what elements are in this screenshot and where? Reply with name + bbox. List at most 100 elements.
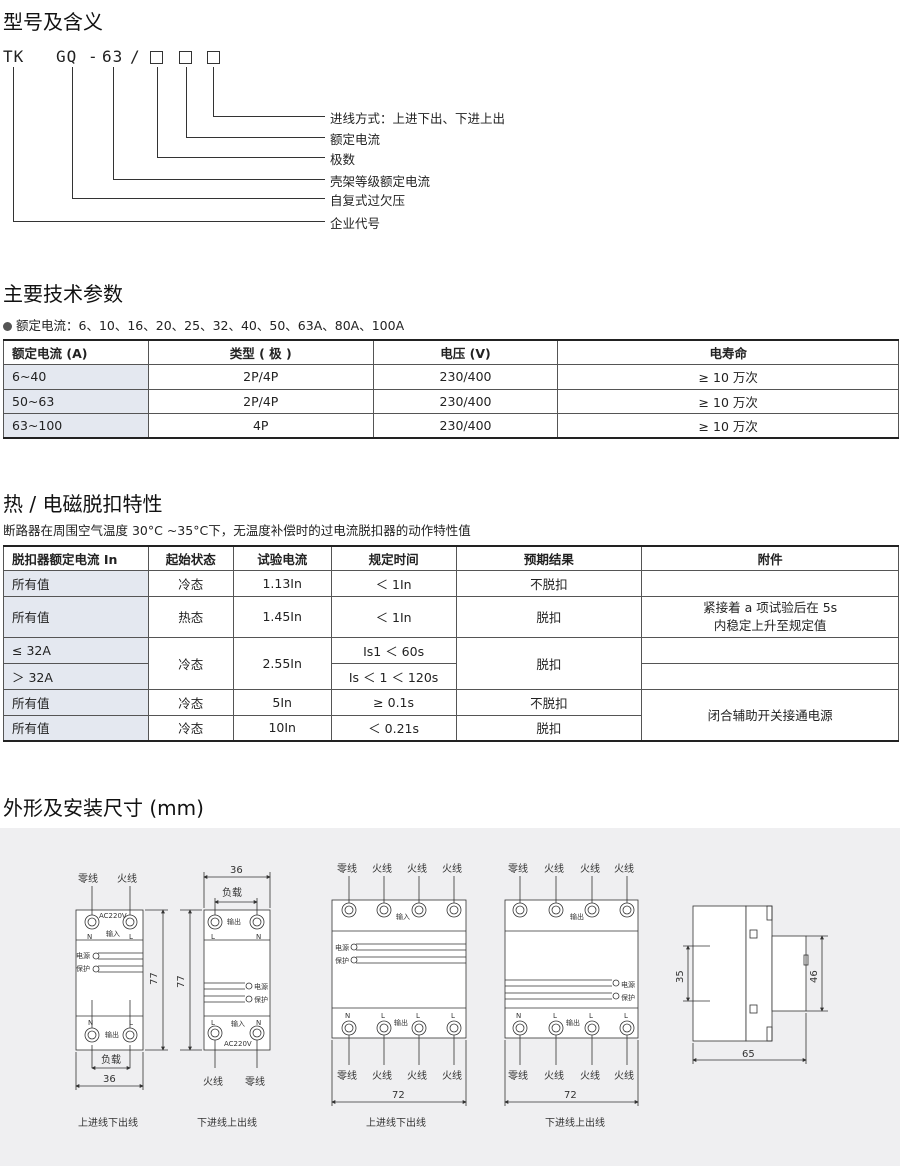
- table-row: 63~100 4P 230/400 ≥ 10 万次: [3, 412, 899, 439]
- params-table: 额定电流 (A) 类型 ( 极 ) 电压 (V) 电寿命 6~40 2P/4P …: [3, 339, 899, 439]
- d4-protect-label: 保护: [621, 993, 635, 1002]
- trip-header: 试验电流: [232, 545, 332, 571]
- trip-header: 附件: [641, 545, 899, 571]
- trip-header: 规定时间: [330, 545, 457, 571]
- d5-height2-label: 46: [809, 970, 820, 983]
- table-row: 50~63 2P/4P 230/400 ≥ 10 万次: [3, 388, 899, 414]
- drawing-4: [504, 876, 639, 1106]
- model-label-frame: 壳架等级额定电流: [330, 174, 431, 189]
- table-row: 所有值 冷态 5In ≥ 0.1s 不脱扣 闭合辅助开关接通电源: [3, 688, 899, 742]
- model-label-company: 企业代号: [330, 216, 381, 231]
- d1-in-label: 输入: [106, 929, 120, 938]
- trip-title: 热 / 电磁脱扣特性: [3, 492, 163, 516]
- d2-n-label-bottom: N: [256, 1019, 261, 1027]
- d3-zero-label: 零线: [337, 862, 357, 875]
- d5-height1-label: 35: [675, 970, 686, 983]
- d1-ac-label: AC220V: [99, 912, 127, 920]
- d2-caption: 下进线上出线: [197, 1116, 257, 1129]
- d2-ac-label: AC220V: [224, 1040, 252, 1048]
- d4-l-label-3: L: [624, 1012, 628, 1020]
- drawing-1: [75, 886, 168, 1090]
- table-row: 6~40 2P/4P 230/400 ≥ 10 万次: [3, 363, 899, 390]
- d1-fire-label: 火线: [117, 872, 137, 885]
- d1-width-label: 36: [103, 1074, 116, 1085]
- model-title: 型号及含义: [3, 10, 103, 34]
- d3-protect-label: 保护: [335, 956, 349, 965]
- d3-in-label: 输入: [396, 912, 410, 921]
- dimension-drawings: 零线 火线 AC220V 输入 N L 电源 保护 N L 输出 负载 36 7…: [75, 862, 828, 1129]
- code-gq: GQ: [56, 47, 78, 66]
- d1-zero-label: 零线: [78, 872, 98, 885]
- d2-width-label: 36: [230, 865, 243, 876]
- table-row: 所有值 冷态 1.13In ＜ 1In 不脱扣: [3, 569, 899, 597]
- bullet-icon: [3, 322, 12, 331]
- trip-table: 脱扣器额定电流 In 起始状态 试验电流 规定时间 预期结果 附件 所有值 冷态…: [3, 545, 899, 742]
- params-header: 电寿命: [557, 339, 899, 365]
- dims-title: 外形及安装尺寸 (mm): [3, 796, 204, 820]
- d3-fire-label-b2: 火线: [407, 1069, 427, 1082]
- d3-fire-label-1: 火线: [372, 862, 392, 875]
- d3-zero-label-bottom: 零线: [337, 1069, 357, 1082]
- d2-out-label: 输出: [227, 917, 241, 926]
- d4-out-label: 输出: [570, 912, 584, 921]
- trip-subtitle: 断路器在周围空气温度 30°C ~35°C下，无温度补偿时的过电流脱扣器的动作特…: [3, 523, 471, 538]
- d3-fire-label-b1: 火线: [372, 1069, 392, 1082]
- code-tk: TK: [3, 47, 25, 66]
- d2-height-label: 77: [176, 975, 187, 988]
- code-63: 63: [102, 47, 124, 66]
- d2-protect-label: 保护: [254, 995, 268, 1004]
- params-header: 类型 ( 极 ): [147, 339, 374, 365]
- d2-l-label-bottom: L: [211, 1019, 215, 1027]
- trip-header-row: 脱扣器额定电流 In 起始状态 试验电流 规定时间 预期结果 附件: [3, 545, 899, 571]
- d1-protect-label: 保护: [76, 964, 90, 973]
- d2-load-label: 负载: [222, 886, 242, 899]
- trip-header: 起始状态: [147, 545, 234, 571]
- d5-width-label: 65: [742, 1049, 755, 1060]
- d4-fire-label-2: 火线: [580, 862, 600, 875]
- d4-caption: 下进线上出线: [545, 1116, 605, 1129]
- d1-height-label: 77: [149, 972, 160, 985]
- d2-power-label: 电源: [254, 982, 268, 991]
- d3-fire-label-2: 火线: [407, 862, 427, 875]
- d1-power-label: 电源: [76, 951, 90, 960]
- d1-l-label-bottom: L: [129, 1019, 133, 1027]
- drawing-2: [180, 872, 271, 1068]
- code-slash: /: [130, 47, 141, 66]
- d4-out-label-bottom: 输出: [566, 1018, 580, 1027]
- d3-fire-label-3: 火线: [442, 862, 462, 875]
- d4-fire-label-b1: 火线: [544, 1069, 564, 1082]
- d3-width-label: 72: [392, 1090, 405, 1101]
- d3-power-label: 电源: [335, 943, 349, 952]
- d2-zero-label: 零线: [245, 1075, 265, 1088]
- drawing-3: [331, 876, 467, 1106]
- params-header-row: 额定电流 (A) 类型 ( 极 ) 电压 (V) 电寿命: [3, 339, 899, 365]
- d3-l-label-3: L: [451, 1012, 455, 1020]
- model-label-current: 额定电流: [330, 132, 381, 147]
- d2-l-label: L: [211, 933, 215, 941]
- trip-header: 脱扣器额定电流 In: [3, 545, 149, 571]
- d4-fire-label-b2: 火线: [580, 1069, 600, 1082]
- d3-out-label: 输出: [394, 1018, 408, 1027]
- rated-current-note: 额定电流：6、10、16、20、25、32、40、50、63A、80A、100A: [3, 315, 404, 334]
- d4-fire-label-3: 火线: [614, 862, 634, 875]
- drawing-5: [683, 905, 828, 1064]
- d3-fire-label-b3: 火线: [442, 1069, 462, 1082]
- params-header: 电压 (V): [372, 339, 559, 365]
- d1-caption: 上进线下出线: [78, 1116, 138, 1129]
- d2-n-label: N: [256, 933, 261, 941]
- model-label-inlet: 进线方式：上进下出、下进上出: [330, 111, 506, 126]
- d4-n-label: N: [516, 1012, 521, 1020]
- code-box-1: [150, 51, 163, 64]
- d4-zero-label-bottom: 零线: [508, 1069, 528, 1082]
- table-row: ≤ 32A 冷态 2.55In Is1 ＜ 60s 脱扣: [3, 636, 899, 690]
- d1-l-label: L: [129, 933, 133, 941]
- d2-fire-label: 火线: [203, 1075, 223, 1088]
- d3-l-label-1: L: [381, 1012, 385, 1020]
- table-row: ＞ 32A Is ＜ 1 ＜ 120s: [3, 662, 899, 690]
- dimension-drawing-panel: 零线 火线 AC220V 输入 N L 电源 保护 N L 输出 负载 36 7…: [0, 828, 900, 1166]
- table-row: 所有值 冷态 10In ＜ 0.21s 脱扣: [3, 714, 899, 742]
- d1-out-label: 输出: [105, 1030, 119, 1039]
- params-header: 额定电流 (A): [3, 339, 149, 365]
- d4-zero-label: 零线: [508, 862, 528, 875]
- d3-n-label: N: [345, 1012, 350, 1020]
